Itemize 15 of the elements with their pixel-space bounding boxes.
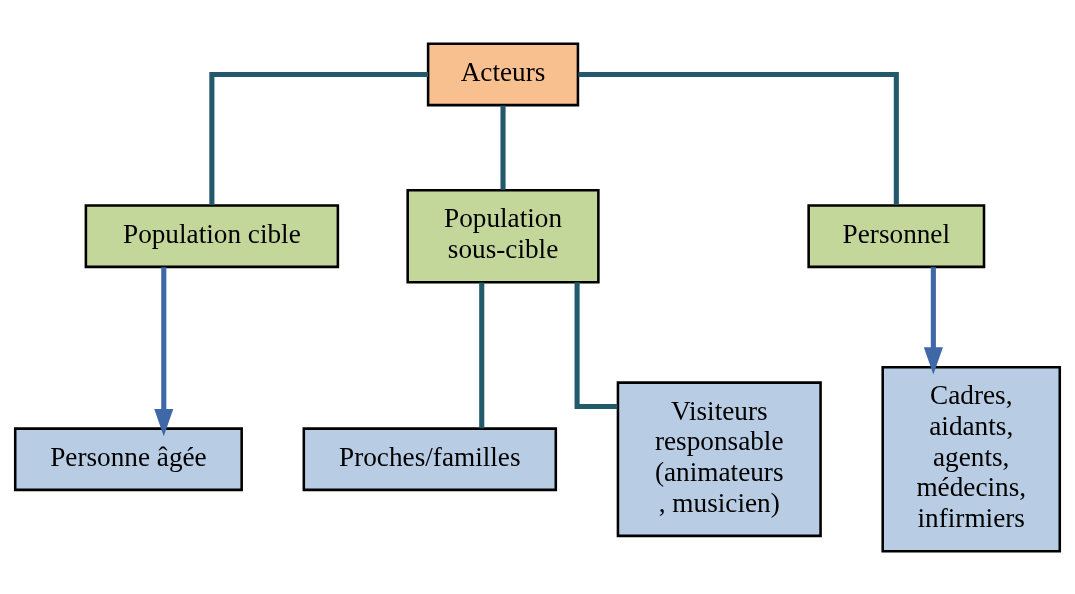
connector [578,71,899,205]
connector [479,281,485,428]
arrow [154,266,174,436]
node-box: Proches/familles [302,426,558,491]
node-box: Population cible [84,203,340,268]
arrow [923,266,943,375]
connector [574,281,618,409]
node-box: Acteurs [426,42,580,106]
connector [209,71,429,205]
node-box: Personnel [807,203,986,268]
node-box: Cadres, aidants, agents, médecins, infirmiers [881,365,1062,552]
node-box: Personne âgée [13,426,243,491]
node-box: Population sous-cible [406,188,600,283]
node-box: Visiteurs responsable (animateurs , musicien) [616,380,822,537]
connector [500,105,506,190]
